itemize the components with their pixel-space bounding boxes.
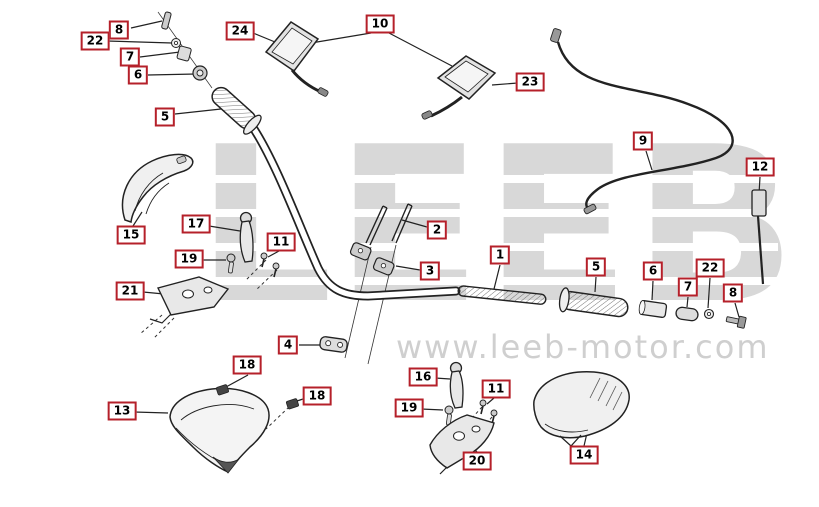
left-handguard-drawing [121, 153, 194, 224]
watermark-stripe [188, 175, 778, 183]
callout-20: 20 [462, 451, 492, 471]
bolt-right-drawing [725, 315, 747, 329]
callout-24: 24 [225, 21, 255, 41]
washer-left-drawing [171, 38, 181, 48]
cable-rod-drawing [751, 189, 767, 285]
callout-16: 16 [408, 367, 438, 387]
callout-5-right: 5 [585, 257, 607, 277]
callout-22-left: 22 [80, 31, 110, 51]
bar-end-rods-drawing [365, 203, 413, 246]
lower-clamp-drawing [319, 336, 348, 353]
callout-2: 2 [426, 220, 448, 240]
callout-8-right: 8 [722, 283, 744, 303]
left-mirror-drawing [264, 21, 329, 97]
callout-7-left: 7 [119, 47, 141, 67]
right-pivot-bolt-drawing [444, 405, 454, 426]
callout-3: 3 [419, 261, 441, 281]
callout-11-left: 11 [266, 232, 296, 252]
callout-6-left: 6 [127, 65, 149, 85]
right-grip-drawing [558, 287, 629, 318]
callout-23: 23 [515, 72, 545, 92]
left-bracket-drawing [149, 276, 230, 324]
clamp-pair-drawing [349, 242, 395, 276]
washer-right-drawing [703, 308, 715, 320]
callout-13: 13 [107, 401, 137, 421]
callout-12: 12 [745, 157, 775, 177]
handlebar-drawing [247, 121, 461, 301]
nut-left-drawing [192, 65, 208, 81]
left-lever-drawing [239, 211, 254, 263]
callout-11-right: 11 [481, 379, 511, 399]
callout-19-right: 19 [394, 398, 424, 418]
callout-19-left: 19 [174, 249, 204, 269]
left-grip-drawing [211, 86, 262, 135]
right-mirror-drawing [421, 55, 497, 120]
right-handguard-drawing [533, 371, 630, 447]
handlebar-tube-drawing [457, 285, 547, 305]
callout-21: 21 [115, 281, 145, 301]
watermark-stripe [188, 277, 778, 285]
left-pivot-bolt-drawing [226, 253, 236, 274]
callout-1: 1 [489, 245, 511, 265]
throttle-cable-drawing [550, 28, 734, 215]
callout-6-right: 6 [642, 261, 664, 281]
callout-10: 10 [365, 14, 395, 34]
callout-17: 17 [181, 214, 211, 234]
watermark-url: www.leeb-motor.com [396, 328, 770, 366]
callout-18-a: 18 [232, 355, 262, 375]
clip-b-drawing [285, 398, 299, 410]
callout-8-left: 8 [108, 20, 130, 40]
pin-left-drawing [161, 11, 172, 30]
callout-9: 9 [632, 131, 654, 151]
spacer-right-drawing [638, 299, 668, 319]
front-guard-drawing [169, 387, 270, 474]
right-lever-drawing [449, 361, 464, 409]
left-screws-drawing [260, 252, 280, 278]
right-bracket-drawing [429, 414, 495, 475]
callout-14: 14 [569, 445, 599, 465]
spacer-left-drawing [176, 45, 192, 62]
watermark-stripe [188, 209, 778, 217]
callout-7-right: 7 [677, 277, 699, 297]
callout-5-left: 5 [154, 107, 176, 127]
callout-4: 4 [277, 335, 299, 355]
watermark-stripe [188, 243, 778, 251]
callout-18-b: 18 [302, 386, 332, 406]
sleeve-right-drawing [675, 306, 699, 322]
clip-a-drawing [215, 384, 229, 396]
callout-22-right: 22 [695, 258, 725, 278]
callout-15: 15 [116, 225, 146, 245]
